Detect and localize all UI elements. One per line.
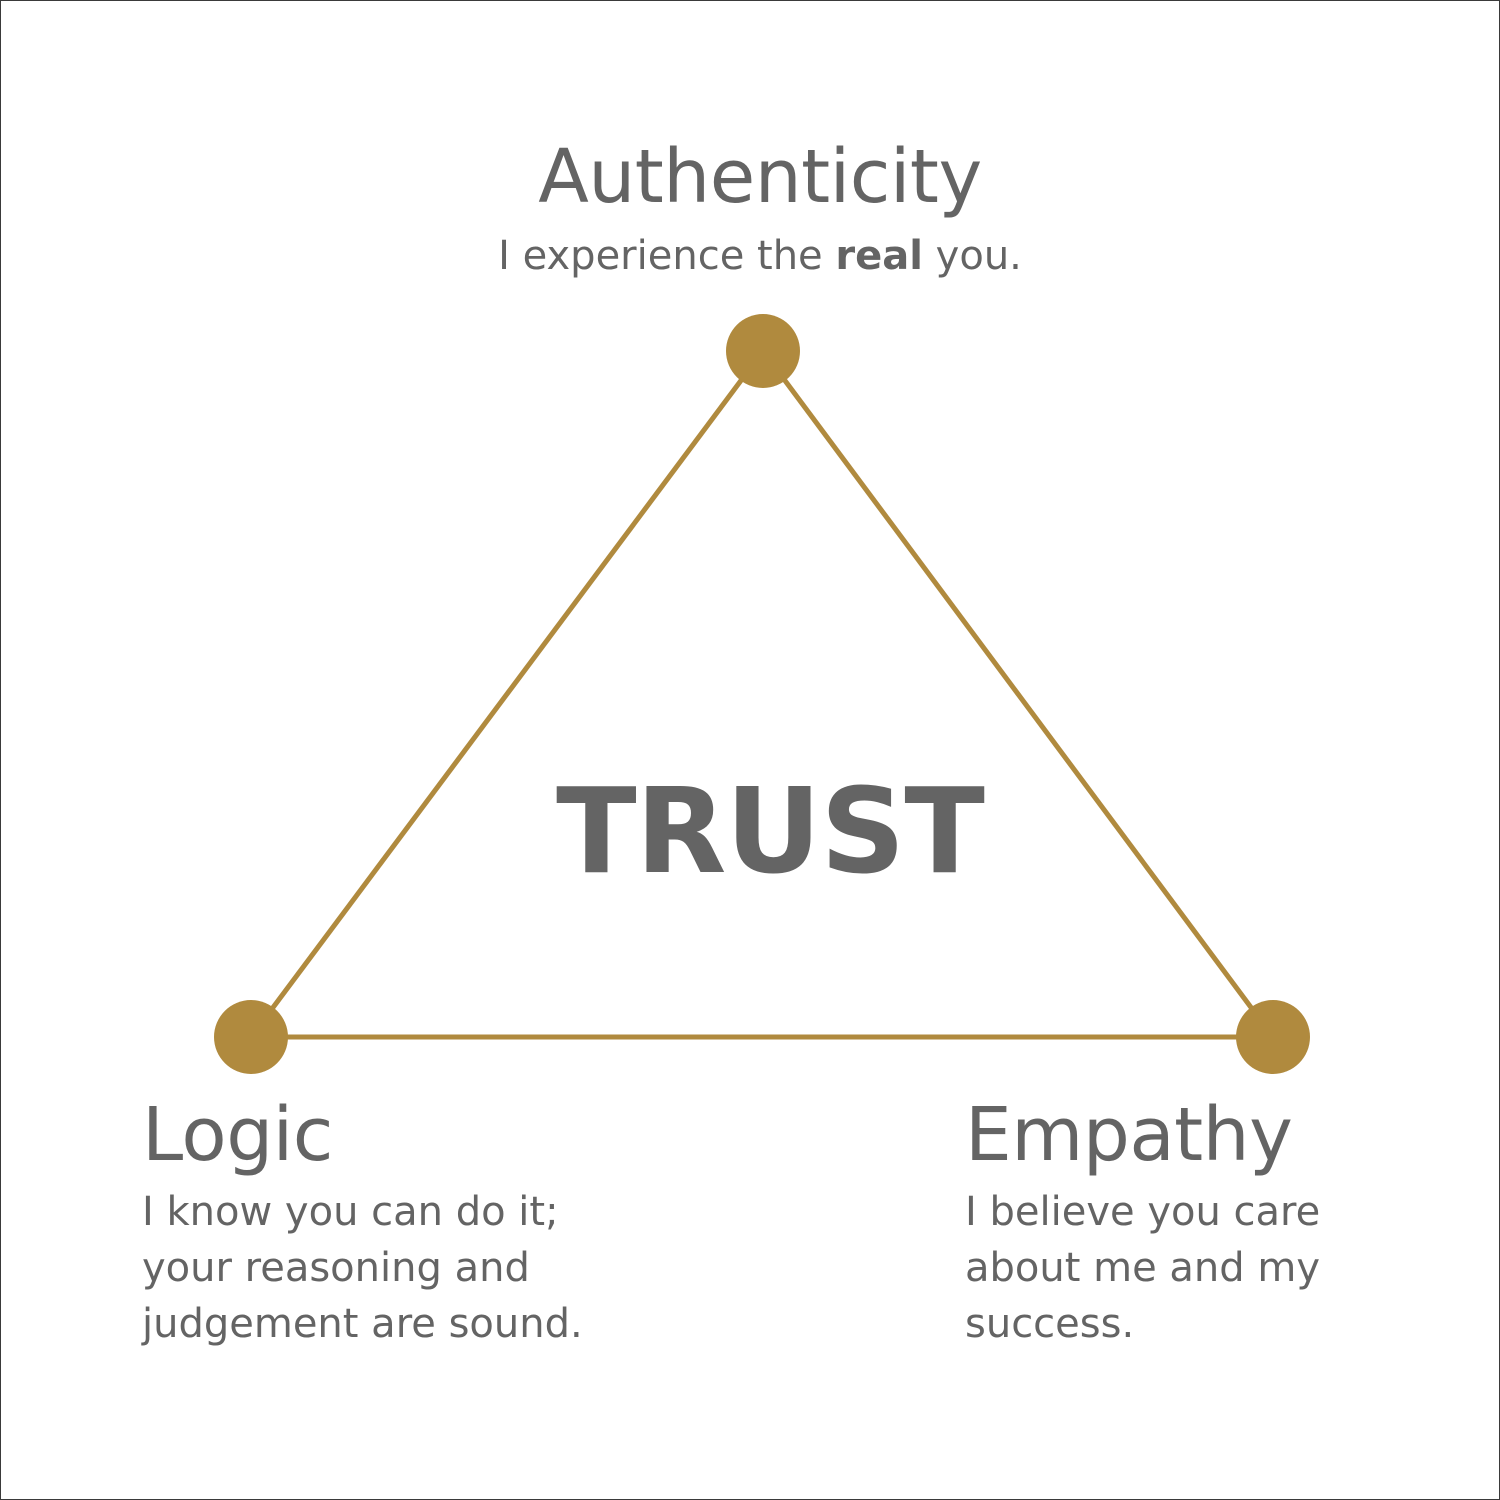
node-authenticity-description: I experience the real you. xyxy=(400,228,1120,284)
node-logic-title: Logic xyxy=(142,1092,333,1178)
edge-authenticity-empathy xyxy=(760,349,1276,1039)
node-logic-description: I know you can do it; your reasoning and… xyxy=(142,1184,702,1352)
authenticity-desc-emphasis: real xyxy=(835,233,923,279)
empathy-desc-line: I believe you care xyxy=(965,1189,1321,1235)
node-empathy-description: I believe you care about me and my succe… xyxy=(965,1184,1465,1352)
node-authenticity-dot xyxy=(726,314,800,388)
empathy-desc-line: about me and my xyxy=(965,1245,1321,1291)
node-empathy: Empathy I believe you care about me and … xyxy=(965,1098,1465,1352)
node-authenticity: Authenticity I experience the real you. xyxy=(400,140,1120,284)
node-logic: Logic I know you can do it; your reasoni… xyxy=(142,1098,702,1352)
node-empathy-title: Empathy xyxy=(965,1092,1293,1178)
node-empathy-dot xyxy=(1236,1000,1310,1074)
logic-desc-line: judgement are sound. xyxy=(142,1301,583,1347)
authenticity-desc-before: I experience the xyxy=(498,233,836,279)
edge-authenticity-logic xyxy=(248,349,766,1039)
logic-desc-line: your reasoning and xyxy=(142,1245,530,1291)
center-label: TRUST xyxy=(556,762,985,900)
authenticity-desc-after: you. xyxy=(922,233,1022,279)
node-logic-dot xyxy=(214,1000,288,1074)
empathy-desc-line: success. xyxy=(965,1301,1135,1347)
logic-desc-line: I know you can do it; xyxy=(142,1189,559,1235)
node-authenticity-title: Authenticity xyxy=(538,134,982,220)
